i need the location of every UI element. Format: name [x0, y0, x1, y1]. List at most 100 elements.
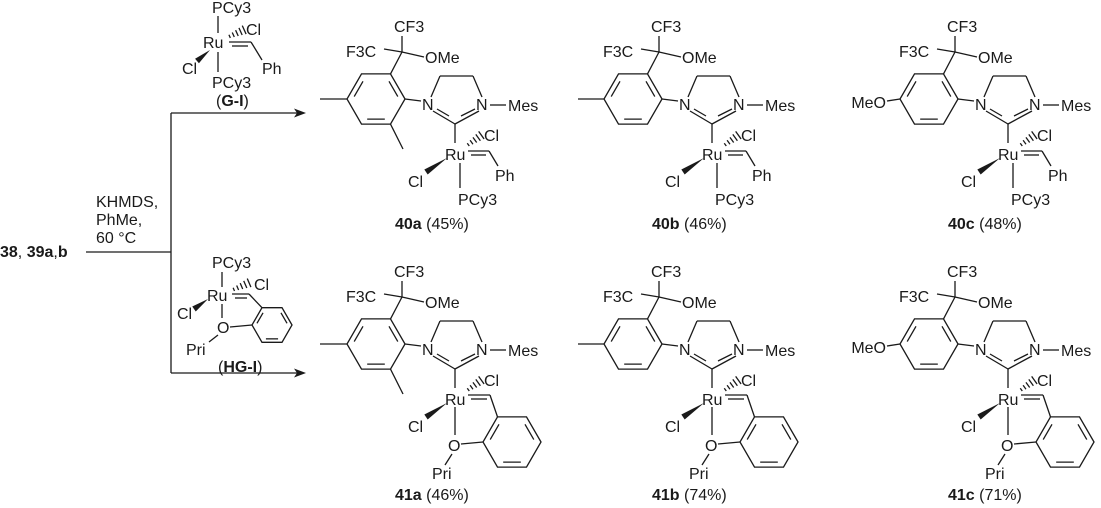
bond — [985, 355, 1009, 370]
cf3-label: CF3 — [651, 19, 681, 36]
pcy3-label: PCy3 — [458, 192, 497, 209]
ring-outline — [346, 73, 406, 125]
cf3-label: CF3 — [947, 264, 977, 281]
compound-yield: (74%) — [684, 487, 727, 504]
cl-label: Cl — [741, 373, 756, 390]
compound-label: 41c (71%) — [948, 487, 1022, 504]
cl-label: Cl — [961, 419, 976, 436]
hash-stroke — [1025, 136, 1031, 143]
hash-stroke — [732, 378, 738, 387]
bond — [432, 110, 456, 125]
bond — [472, 75, 483, 98]
hash-stroke — [236, 285, 240, 291]
cl-label: Cl — [1037, 373, 1052, 390]
ring-double-bond — [1042, 423, 1053, 440]
n-label: N — [476, 342, 488, 359]
delocalized-bond — [717, 353, 733, 362]
f3c-label: F3C — [346, 289, 376, 306]
ph-label: Ph — [495, 168, 515, 185]
hash-stroke — [466, 142, 470, 147]
compound-label: 40b (46%) — [652, 216, 727, 233]
n-label: N — [422, 342, 434, 359]
hash-stroke — [729, 136, 735, 143]
aryl-ring — [346, 73, 406, 125]
bond — [711, 110, 737, 125]
hash-stroke — [466, 387, 470, 392]
bond — [208, 334, 219, 343]
bond — [936, 293, 956, 298]
bond — [658, 51, 682, 58]
bond — [954, 51, 978, 58]
mes-label: Mes — [1061, 343, 1091, 360]
hash-stroke — [231, 32, 235, 38]
delocalized-bond — [989, 108, 1003, 117]
bond — [729, 320, 740, 343]
bond — [661, 98, 679, 102]
ring-double-bond — [906, 325, 917, 342]
hash-stroke — [723, 142, 727, 147]
ome-label: OMe — [425, 295, 460, 312]
hash-stroke — [472, 381, 478, 388]
ru-label: Ru — [998, 392, 1018, 409]
hash-stroke — [1028, 378, 1034, 387]
bond — [1007, 355, 1033, 370]
hash-stroke — [729, 381, 735, 388]
ring-outline — [346, 318, 406, 370]
aryl-ring — [899, 318, 959, 370]
hash-stroke — [723, 387, 727, 392]
bond — [454, 355, 480, 370]
o-label: O — [1001, 438, 1013, 455]
mes-label: Mes — [1061, 98, 1091, 115]
hashed-bond-cl — [466, 376, 485, 392]
compound-yield: (71%) — [979, 487, 1022, 504]
ring-outline — [899, 318, 959, 370]
cl-label: Cl — [665, 419, 680, 436]
ru-label: Ru — [445, 392, 465, 409]
bond — [250, 41, 263, 61]
cl-label: Cl — [254, 277, 269, 294]
cf3-label: CF3 — [651, 264, 681, 281]
mes-label: Mes — [508, 343, 538, 360]
hash-stroke — [469, 139, 474, 145]
hash-stroke — [246, 278, 252, 288]
f3c-label: F3C — [603, 289, 633, 306]
bond — [640, 293, 660, 298]
ring-double-bond — [746, 423, 757, 440]
bond — [646, 51, 660, 75]
ring-double-bond — [941, 325, 952, 342]
cl-label: Cl — [484, 373, 499, 390]
bond — [746, 394, 756, 418]
bond — [729, 75, 740, 98]
bond — [942, 296, 956, 320]
reaction-condition-0: KHMDS, — [96, 194, 158, 211]
bond — [404, 343, 422, 347]
n-label: N — [679, 342, 691, 359]
bond — [997, 453, 1006, 466]
ring-outline — [251, 307, 293, 343]
cl-label: Cl — [177, 306, 192, 323]
hash-stroke — [735, 131, 742, 140]
bond — [1007, 110, 1033, 125]
ring-outline — [482, 416, 542, 468]
pcy3-label: PCy3 — [715, 192, 754, 209]
n-label: N — [975, 97, 987, 114]
ome-label: OMe — [425, 50, 460, 67]
compound-yield: (45%) — [426, 216, 469, 233]
bond — [687, 320, 698, 343]
ring-double-bond — [524, 423, 535, 440]
aryl-ring — [346, 318, 406, 370]
hash-stroke — [241, 25, 247, 35]
methoxy-bond — [886, 98, 901, 102]
aryl-ring — [603, 73, 663, 125]
hash-stroke — [726, 384, 731, 390]
arrowhead-lower — [294, 368, 306, 378]
mes-label: Mes — [765, 98, 795, 115]
compound-yield: (46%) — [426, 487, 469, 504]
hash-stroke — [238, 27, 243, 36]
ring-outline — [603, 73, 663, 125]
n-label: N — [1029, 97, 1041, 114]
pri-label: Pri — [689, 466, 709, 483]
